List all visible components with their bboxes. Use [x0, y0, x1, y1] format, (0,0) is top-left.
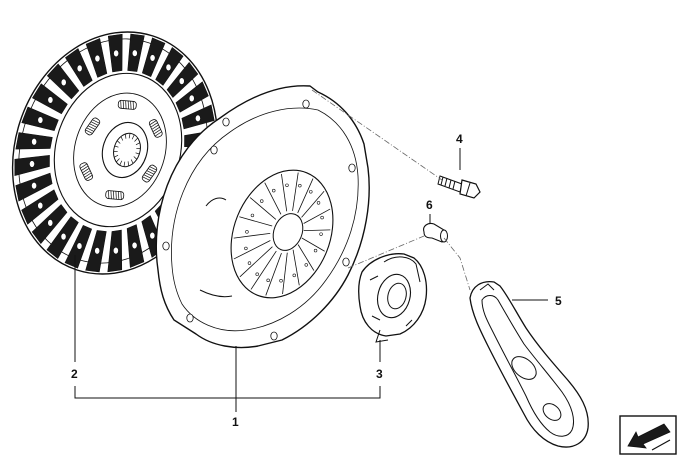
leader-lines — [74, 148, 548, 412]
hub-splines — [113, 133, 141, 167]
callout-5: 5 — [555, 294, 562, 308]
guide-pin — [423, 222, 448, 243]
callout-6: 6 — [426, 198, 433, 212]
alignment-lines — [311, 89, 471, 291]
mounting-tabs — [162, 99, 356, 341]
callout-2: 2 — [71, 367, 78, 381]
pressure-plate — [155, 85, 370, 349]
hex-bolt — [437, 175, 481, 199]
callout-1: 1 — [232, 415, 239, 429]
diaphragm-fingers — [233, 172, 331, 296]
callout-3: 3 — [376, 367, 383, 381]
release-lever — [469, 280, 589, 448]
callout-4: 4 — [456, 132, 463, 146]
arrow-icon[interactable] — [619, 415, 677, 455]
damper-springs — [79, 99, 163, 201]
release-bearing — [358, 253, 428, 343]
